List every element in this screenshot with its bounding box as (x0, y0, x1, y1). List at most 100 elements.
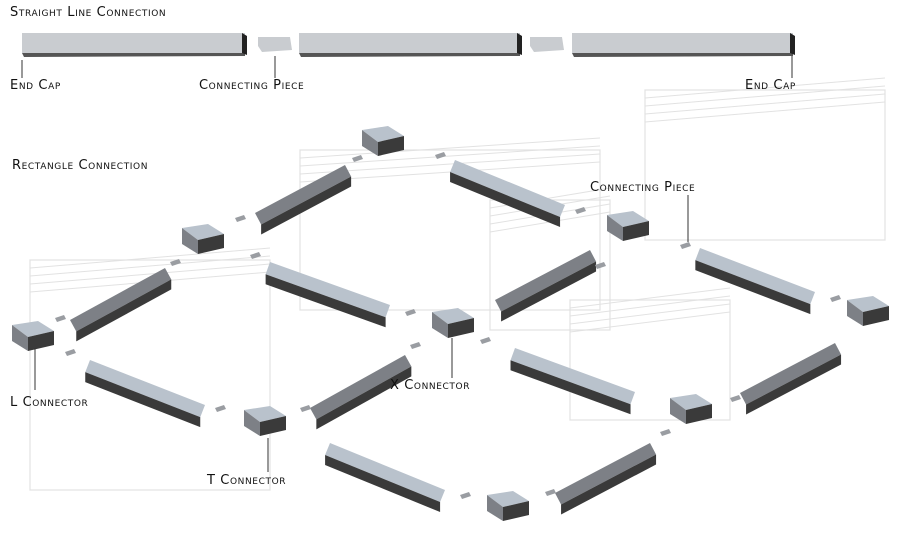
connecting-piece-small (170, 259, 181, 266)
t-connector-front (686, 404, 712, 424)
connecting-piece-small (595, 262, 606, 269)
straight-profile (572, 33, 793, 53)
x-connector-front (448, 318, 474, 338)
connecting-piece-small (545, 489, 556, 496)
profile-falling-side (265, 274, 386, 328)
connecting-piece (530, 37, 564, 52)
rectangle-title: Rectangle Connection (12, 158, 149, 173)
x-connector-side (432, 312, 448, 338)
background-sketch-line (29, 263, 271, 285)
end-cap-left-label: End Cap (10, 78, 61, 93)
profile-falling-side (695, 260, 811, 315)
connecting-piece-small (405, 309, 416, 316)
profile-falling (325, 443, 445, 503)
background-sketch-line (299, 153, 601, 175)
t-connector-front (623, 221, 649, 241)
l-connector (487, 491, 529, 507)
l-connector (362, 126, 404, 142)
connecting-piece-small (730, 395, 741, 402)
background-sketch-line (29, 255, 271, 277)
connecting-piece (258, 37, 292, 52)
l-connector-label: L Connector (10, 395, 89, 410)
straight-profile-end (242, 33, 247, 55)
background-sketch-line (644, 93, 886, 115)
profile-falling (450, 160, 565, 218)
background-sketch-line (299, 145, 601, 167)
connecting-piece-small (300, 405, 311, 412)
l-connector-front (503, 501, 529, 521)
background-sketch-line (644, 101, 886, 123)
background-sketch-line (569, 303, 731, 325)
profile-rising (740, 343, 842, 405)
straight-profile-edge (22, 53, 245, 57)
straight-profile (299, 33, 520, 53)
straight-profile (22, 33, 245, 53)
t-connector (244, 406, 286, 422)
profile-falling (510, 348, 635, 405)
straight-profile-edge (572, 53, 793, 57)
profile-falling (265, 262, 390, 318)
background-sketch-line (569, 287, 731, 309)
l-connector-side (362, 130, 378, 156)
t-connector (607, 211, 649, 227)
l-connector-side (847, 300, 863, 326)
background-sketch (644, 89, 886, 241)
connecting-piece-small (235, 215, 246, 222)
l-connector-front (863, 306, 889, 326)
connecting-piece-small (575, 207, 586, 214)
straight-profile-end (517, 33, 522, 55)
connecting-piece-small (680, 242, 691, 249)
x-connector (432, 308, 474, 324)
connecting-piece-small (410, 342, 421, 349)
l-connector-side (487, 495, 503, 521)
profile-rising-side (561, 454, 657, 515)
background-sketch-line (644, 85, 886, 107)
profile-rising (495, 250, 597, 312)
t-connector-front (198, 234, 224, 254)
profile-falling-side (510, 360, 631, 415)
background-sketch-line (569, 311, 731, 333)
l-connector-front (378, 136, 404, 156)
t-connector-side (244, 410, 260, 436)
connecting-piece-small (435, 152, 446, 159)
background-sketch-line (299, 137, 601, 159)
t-connector (670, 394, 712, 410)
l-connector (847, 296, 889, 312)
connecting-piece-small (830, 295, 841, 302)
connecting-piece-straight-label: Connecting Piece (199, 78, 305, 93)
l-connector (12, 321, 54, 337)
t-connector-side (607, 215, 623, 241)
profile-rising-side (261, 176, 352, 235)
connecting-piece-small (460, 492, 471, 499)
profile-rising-side (746, 354, 842, 415)
straight-profile-end (790, 33, 795, 55)
connecting-piece-small (660, 429, 671, 436)
l-connector-front (28, 331, 54, 351)
t-connector-front (260, 416, 286, 436)
profile-rising-side (316, 366, 412, 430)
profile-falling (695, 248, 815, 305)
profile-falling-side (325, 455, 441, 513)
connecting-piece-small (480, 337, 491, 344)
t-connector-side (670, 398, 686, 424)
straight-profile-edge (299, 53, 520, 57)
connecting-piece-small (55, 315, 66, 322)
profile-rising (310, 355, 412, 420)
background-sketch (29, 259, 271, 491)
connecting-piece-small (65, 349, 76, 356)
background-sketch-line (29, 247, 271, 269)
t-connector (182, 224, 224, 240)
x-connector-label: X Connector (390, 378, 471, 393)
straight-line-title: Straight Line Connection (10, 5, 167, 20)
background-sketch-line (569, 295, 731, 317)
connecting-piece-small (250, 252, 261, 259)
t-connector-side (182, 228, 198, 254)
profile-rising-side (501, 261, 597, 322)
background-sketch (569, 299, 731, 421)
profile-rising-side (76, 279, 172, 342)
connecting-piece-small (352, 155, 363, 162)
connecting-piece-small (215, 405, 226, 412)
profile-rising (555, 443, 657, 505)
profile-falling (85, 360, 205, 418)
